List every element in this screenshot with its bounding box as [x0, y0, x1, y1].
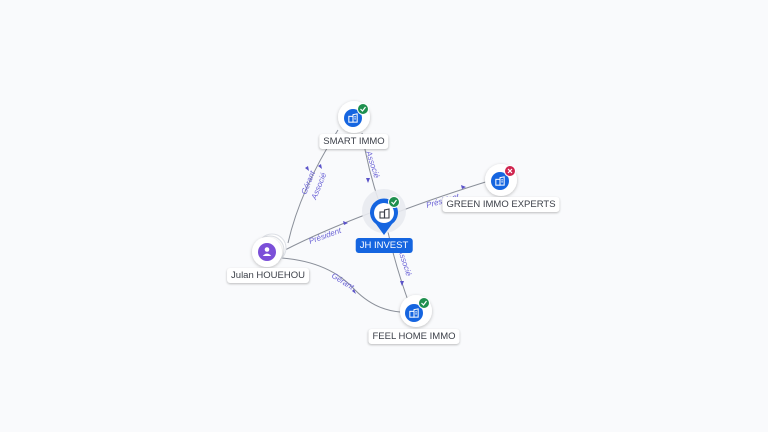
arrow-julan-smart-1	[305, 166, 309, 171]
node-label-smart-immo[interactable]: SMART IMMO	[319, 134, 389, 149]
user-icon	[262, 247, 272, 256]
arrow-jh-green	[461, 185, 466, 189]
arrow-julan-smart-2	[318, 164, 322, 169]
edge-label-julan-feel: Gérant	[330, 271, 356, 292]
edge-julan-feel	[281, 257, 401, 313]
edge-julan-jh	[284, 212, 371, 251]
edge-label-julan-jh: Président	[308, 226, 344, 246]
building-icon	[379, 208, 390, 219]
node-label-green-immo-experts[interactable]: GREEN IMMO EXPERTS	[442, 197, 560, 212]
check-badge-icon	[357, 103, 369, 115]
arrow-jh-feel	[400, 281, 404, 286]
node-label-feel-home-immo[interactable]: FEEL HOME IMMO	[368, 329, 460, 344]
check-badge-icon	[418, 297, 430, 309]
arrow-julan-feel	[352, 289, 356, 294]
edge-label-smart-jh: Associé	[364, 149, 382, 180]
node-label-jh-invest[interactable]: JH INVEST	[355, 238, 413, 253]
check-badge-icon	[388, 196, 400, 208]
arrow-julan-jh	[343, 221, 348, 225]
node-julan-houehou[interactable]	[252, 233, 287, 267]
node-feel-home-immo[interactable]	[400, 295, 432, 327]
edge-jh-green	[397, 179, 493, 213]
node-smart-immo[interactable]	[338, 101, 370, 133]
node-green-immo-experts[interactable]	[485, 164, 517, 196]
node-label-julan-houehou[interactable]: Julan HOUEHOU	[227, 268, 309, 283]
arrow-smart-jh	[366, 178, 370, 183]
node-jh-invest[interactable]	[362, 189, 406, 235]
